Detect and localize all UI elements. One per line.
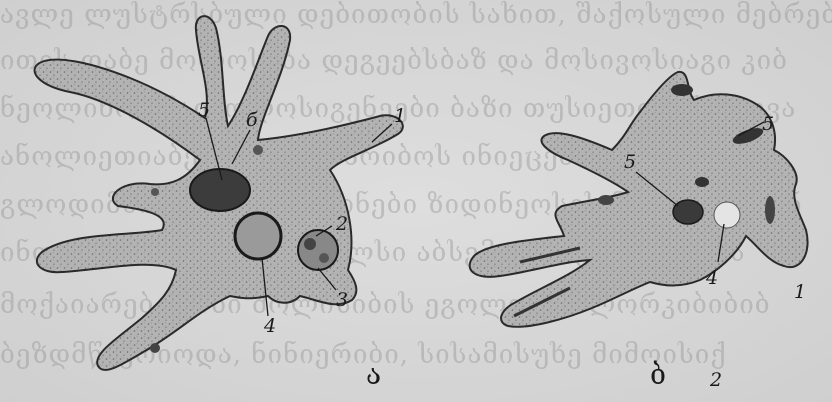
amoeba-b-dark-inclusion — [695, 177, 709, 187]
label-1-a: 1 — [394, 105, 406, 127]
label-1-b: 1 — [794, 281, 806, 303]
amoeba-a-granule — [151, 188, 159, 196]
amoeba-b-dark-inclusion — [671, 84, 693, 96]
amoeba-b-organelle-5a — [673, 200, 703, 224]
label-4-b: 4 — [705, 267, 718, 289]
amoeba-b-dark-inclusion — [598, 195, 614, 205]
amoeba-a-granule — [253, 145, 263, 155]
label-5-a: 5 — [198, 99, 210, 121]
amoeba-b — [470, 72, 808, 327]
label-4-a: 4 — [263, 315, 276, 337]
figure-sublabel-a: ა — [366, 358, 381, 391]
label-3-a: 3 — [336, 289, 348, 311]
amoeba-b-body — [470, 72, 808, 327]
figure-sublabel-b: ბ — [650, 358, 666, 391]
amoeba-a-food-vacuole — [298, 230, 338, 270]
amoeba-a-granule — [319, 253, 329, 263]
amoeba-a-organelle-5 — [190, 169, 250, 211]
label-5a-b: 5 — [624, 151, 636, 173]
amoeba-b-dark-inclusion — [765, 196, 775, 224]
amoeba-a-granule — [304, 238, 316, 250]
label-2-b: 2 — [709, 369, 722, 391]
amoeba-a-nucleus — [235, 213, 281, 259]
amoeba-a-granule — [150, 343, 160, 353]
amoeba-a — [35, 16, 403, 370]
label-5b-b: 5 — [762, 113, 774, 135]
label-2-a: 2 — [335, 213, 348, 235]
amoeba-b-contractile-vacuole — [714, 202, 740, 228]
label-6-a: б — [246, 109, 258, 131]
